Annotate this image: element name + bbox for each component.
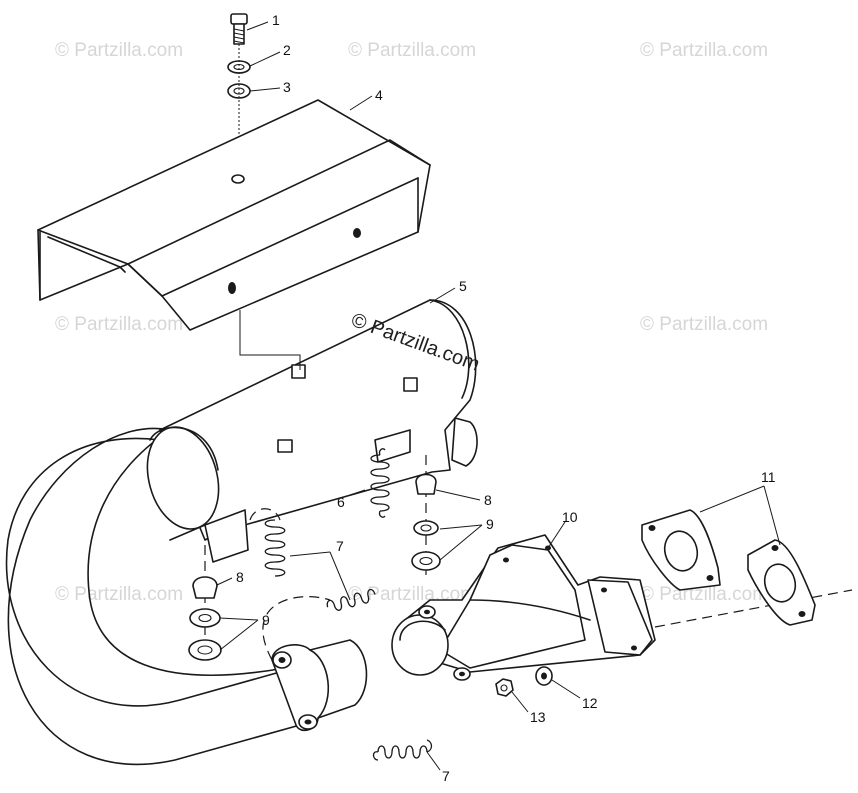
callout-4: 4 bbox=[375, 87, 383, 103]
muffler-tab bbox=[403, 377, 418, 392]
washer bbox=[411, 551, 441, 571]
washer bbox=[188, 639, 222, 661]
callout-13: 13 bbox=[530, 709, 546, 725]
watermark: © Partzilla.com bbox=[640, 314, 768, 335]
shield-hole bbox=[231, 174, 245, 184]
pipe-coupler bbox=[262, 596, 368, 732]
watermark: © Partzilla.com bbox=[640, 40, 768, 61]
spring-left bbox=[249, 508, 286, 577]
callout-10: 10 bbox=[562, 509, 578, 525]
spring-middle bbox=[326, 588, 376, 611]
nut-13 bbox=[495, 678, 514, 697]
rubber-grommet bbox=[192, 576, 218, 599]
callout-8: 8 bbox=[484, 492, 492, 508]
gasket-right bbox=[747, 539, 816, 626]
callout-11: 11 bbox=[761, 469, 776, 485]
callout-9-left: 9 bbox=[262, 612, 270, 628]
callout-1: 1 bbox=[272, 12, 280, 28]
callout-12: 12 bbox=[582, 695, 598, 711]
rubber-grommet bbox=[415, 473, 437, 495]
lock-washer bbox=[227, 60, 251, 74]
bolt-head bbox=[230, 13, 248, 25]
bolt-assembly bbox=[227, 13, 251, 178]
spring-bottom bbox=[372, 739, 433, 761]
watermark: © Partzilla.com bbox=[348, 40, 476, 61]
watermark: © Partzilla.com bbox=[640, 584, 768, 605]
callout-5: 5 bbox=[459, 278, 467, 294]
callout-3: 3 bbox=[283, 79, 291, 95]
shield-hole bbox=[228, 282, 236, 294]
watermark: © Partzilla.com bbox=[55, 314, 183, 335]
callout-8-left-visible: 8 bbox=[236, 569, 244, 585]
heat-shield bbox=[37, 99, 431, 331]
watermark-group: © Partzilla.com © Partzilla.com © Partzi… bbox=[55, 40, 768, 605]
washer bbox=[413, 520, 439, 536]
callout-7-bottom: 7 bbox=[442, 768, 450, 784]
leader-lines bbox=[216, 21, 781, 771]
flat-washer bbox=[227, 83, 251, 99]
muffler bbox=[5, 299, 478, 766]
exhaust-manifold bbox=[391, 534, 853, 681]
shield-hole bbox=[353, 228, 361, 238]
callout-2: 2 bbox=[283, 42, 291, 58]
washer bbox=[189, 608, 221, 628]
watermark: © Partzilla.com bbox=[55, 40, 183, 61]
callout-labels: 1 2 3 4 5 6 7 8 9 10 11 12 13 8 8 9 7 bbox=[236, 12, 776, 784]
spring-upper bbox=[370, 448, 390, 518]
nut-washer bbox=[495, 666, 553, 697]
gasket-left bbox=[641, 509, 721, 591]
callout-9: 9 bbox=[486, 516, 494, 532]
callout-7: 7 bbox=[336, 538, 344, 554]
callout-6: 6 bbox=[337, 494, 345, 510]
muffler-tab bbox=[291, 364, 306, 379]
grommet-stack-left bbox=[188, 545, 222, 661]
grommet-stack-right bbox=[411, 455, 441, 575]
watermark: © Partzilla.com bbox=[55, 584, 183, 605]
muffler-tab bbox=[277, 439, 293, 453]
